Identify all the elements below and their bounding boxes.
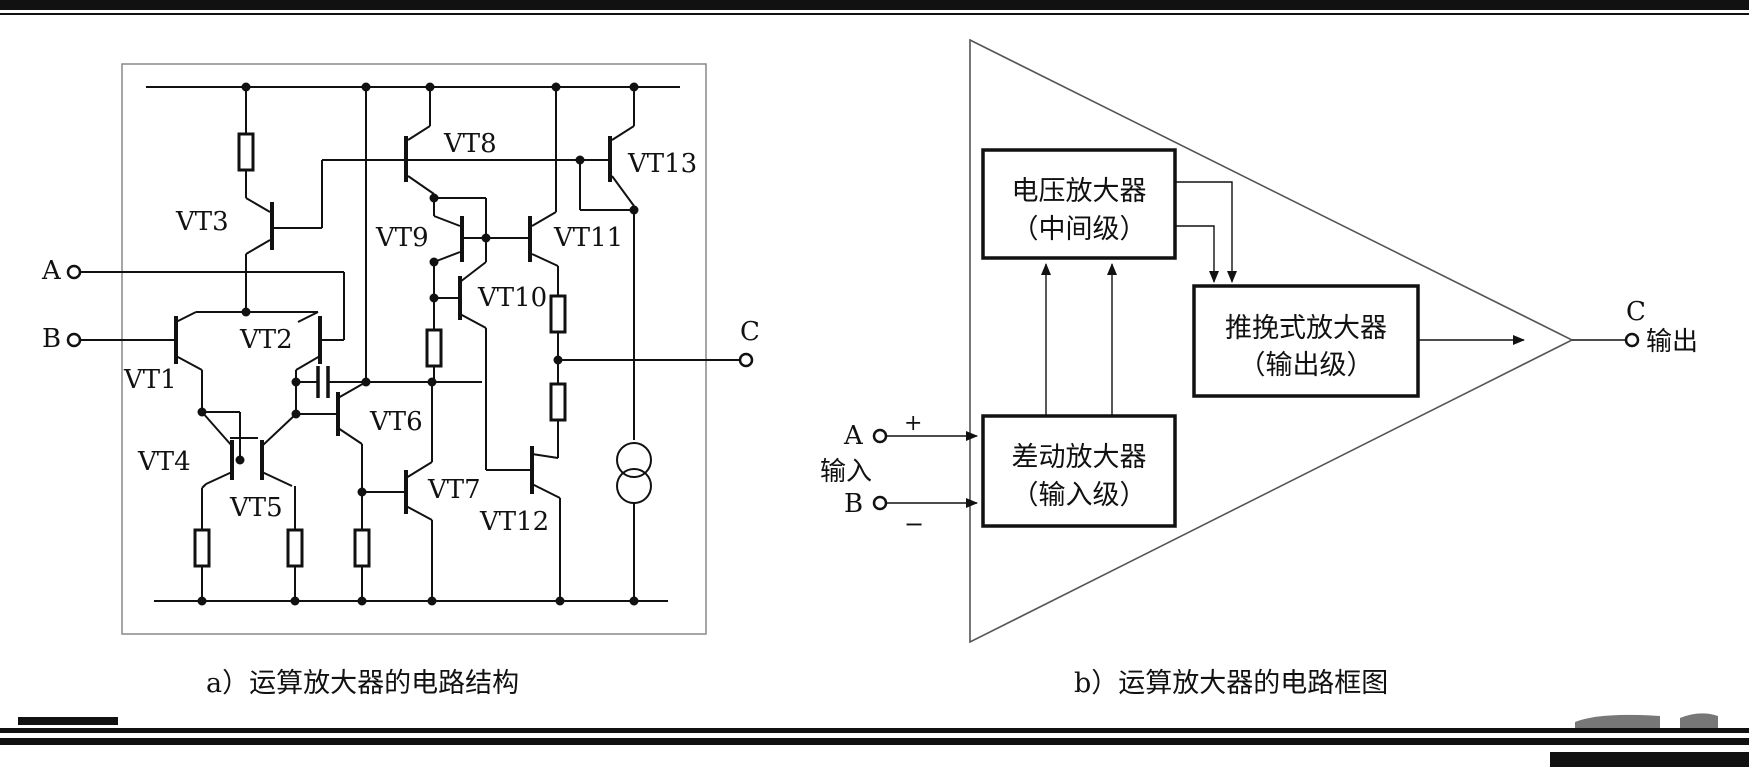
label-vt13: VT13 xyxy=(627,149,697,179)
label-vt5: VT5 xyxy=(229,493,283,523)
label-vt12: VT12 xyxy=(479,507,549,537)
label-vt6: VT6 xyxy=(369,407,423,437)
current-source-bottom xyxy=(616,468,652,504)
resistor-r7 xyxy=(549,382,567,422)
input-terminal-b xyxy=(66,332,82,348)
output-terminal-c xyxy=(738,352,754,368)
pushpull-amp-title: 推挽式放大器 xyxy=(1225,313,1387,344)
label-vt3: VT3 xyxy=(175,207,229,237)
label-input-word: 输入 xyxy=(820,457,872,487)
label-minus: − xyxy=(904,510,924,538)
block-output-terminal-c xyxy=(1624,332,1640,348)
label-output-c: C xyxy=(740,317,760,347)
circuit-frame xyxy=(121,63,707,635)
label-output-word: 输出 xyxy=(1646,327,1698,357)
pushpull-amp-subtitle: （输出级） xyxy=(1239,350,1374,381)
voltage-amp-title: 电压放大器 xyxy=(1012,176,1147,207)
block-diagram: 电压放大器 （中间级） 推挽式放大器 （输出级） 差动放大器 （输入级） A B… xyxy=(820,38,1698,699)
opamp-triangle xyxy=(969,38,1574,644)
label-input-b: B xyxy=(42,324,61,354)
label-plus: + xyxy=(904,411,922,436)
circuit-schematic: A B C VT1 VT2 VT3 VT4 VT5 VT6 VT7 VT8 VT… xyxy=(41,63,760,699)
label-vt10: VT10 xyxy=(477,283,547,313)
resistor-r2 xyxy=(193,528,211,568)
block-voltage-amplifier xyxy=(981,148,1177,260)
diff-amp-subtitle: （输入级） xyxy=(1012,480,1147,511)
block-input-terminal-b xyxy=(872,495,888,511)
label-block-output-c: C xyxy=(1626,297,1646,327)
resistor-r6 xyxy=(549,294,567,334)
label-vt8: VT8 xyxy=(443,129,497,159)
label-vt4: VT4 xyxy=(137,447,191,477)
label-vt2: VT2 xyxy=(239,325,293,355)
arrow-voltage-to-pushpull-2 xyxy=(1175,225,1219,283)
diff-amp-title: 差动放大器 xyxy=(1012,442,1147,473)
caption-a: a）运算放大器的电路结构 xyxy=(206,668,519,699)
block-input-terminal-a xyxy=(872,428,888,444)
resistor-r4 xyxy=(353,528,371,568)
label-vt7: VT7 xyxy=(427,475,481,505)
caption-b: b）运算放大器的电路框图 xyxy=(1074,668,1388,699)
current-source-top xyxy=(616,442,652,478)
voltage-amp-subtitle: （中间级） xyxy=(1012,214,1147,245)
resistor-r5 xyxy=(425,328,443,368)
block-differential-amplifier xyxy=(981,414,1177,528)
input-terminal-a xyxy=(66,264,82,280)
resistor-r3 xyxy=(286,528,304,568)
label-vt9: VT9 xyxy=(375,223,429,253)
label-input-a: A xyxy=(41,256,62,286)
block-pushpull-amplifier xyxy=(1192,284,1420,398)
label-block-input-b: B xyxy=(844,489,863,519)
resistor-r1 xyxy=(237,132,255,172)
label-vt11: VT11 xyxy=(553,223,623,253)
label-vt1: VT1 xyxy=(123,365,177,395)
label-block-input-a: A xyxy=(843,421,864,451)
arrow-voltage-to-pushpull-1 xyxy=(1175,181,1237,283)
